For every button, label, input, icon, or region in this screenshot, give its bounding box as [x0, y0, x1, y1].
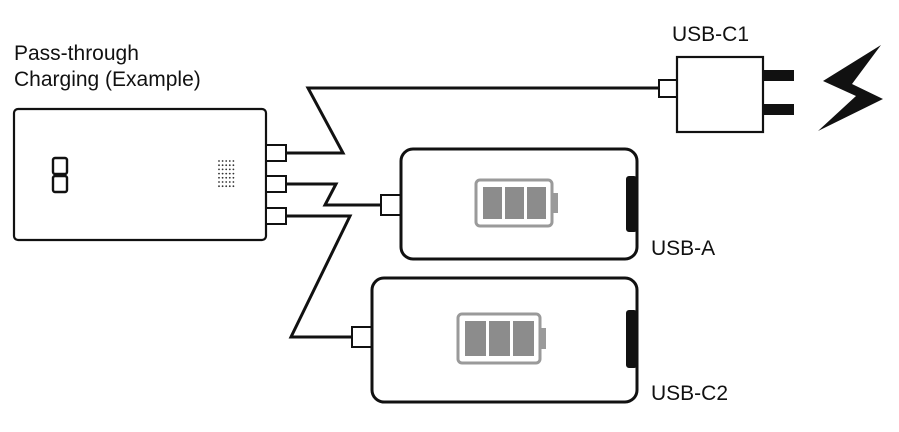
plug-prong-bottom [763, 104, 794, 115]
battery-bar [505, 187, 524, 219]
battery-icon [456, 312, 546, 365]
side-button [626, 176, 637, 232]
side-button [626, 310, 637, 368]
port-usb-a [265, 175, 287, 193]
phone-usb-a [380, 147, 639, 261]
plug-prong-top [763, 70, 794, 81]
power-bank-icon [12, 107, 287, 242]
label-usb-c1: USB-C1 [672, 23, 750, 46]
port-usb-c1 [265, 144, 287, 162]
brand-logo-icon [51, 156, 69, 194]
title-line-1: Pass-through [14, 42, 139, 65]
port-usb-c2 [265, 207, 287, 225]
label-usb-c2: USB-C2 [651, 382, 729, 405]
wall-charger-icon [658, 55, 794, 134]
label-usb-a: USB-A [651, 237, 716, 260]
phone-usb-c2 [351, 276, 639, 404]
dot-display-icon [218, 160, 235, 188]
title-line-2: Charging (Example) [14, 68, 201, 91]
battery-bar [465, 321, 486, 356]
diagram-title: Pass-through Charging (Example) [14, 41, 201, 93]
battery-bar [489, 321, 510, 356]
lightning-bolt-icon [818, 45, 883, 131]
cable-usb-c1 [286, 86, 659, 155]
battery-bar [527, 187, 546, 219]
cable-usb-c2 [286, 214, 353, 339]
battery-bar [513, 321, 534, 356]
cable-usb-a [286, 182, 381, 207]
battery-bar [483, 187, 502, 219]
battery-icon [474, 178, 558, 228]
